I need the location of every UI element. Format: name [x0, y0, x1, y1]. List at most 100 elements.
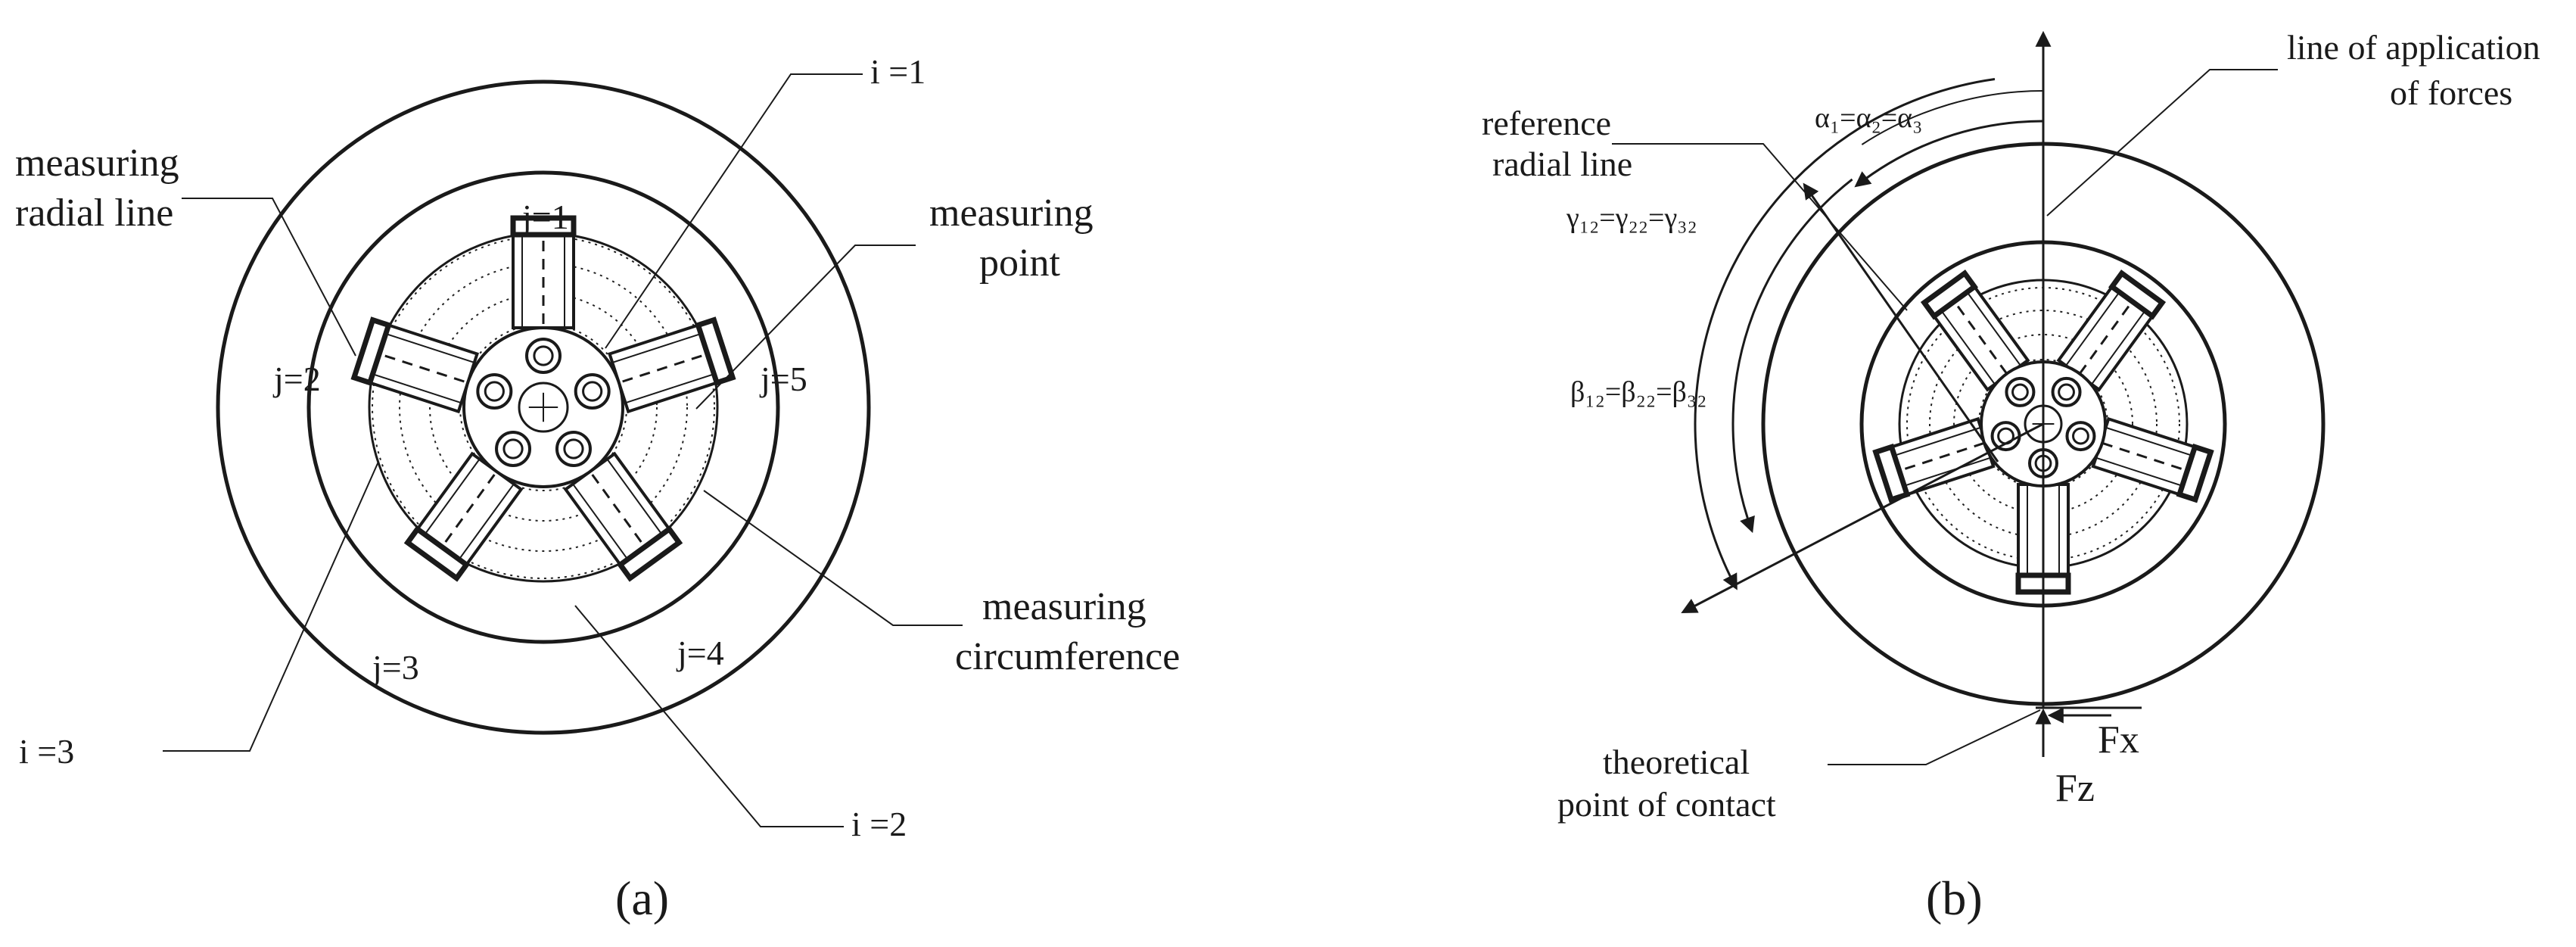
spoke-5 [1920, 269, 2030, 392]
bolt-3 [555, 431, 592, 468]
fx-label: Fx [2098, 718, 2139, 762]
bolt-4 [1990, 421, 2021, 452]
label-i1: i =1 [870, 52, 926, 91]
label-j2: j=2 [272, 360, 321, 398]
leader-measuring-circumference [703, 490, 963, 626]
label-i2: i =2 [851, 805, 907, 843]
panel-b: line of application of forces reference … [1482, 28, 2549, 925]
spoke-end-cap [1872, 444, 1911, 503]
bolt-hole-2 [582, 381, 603, 402]
spoke-inner-edge-right [2095, 456, 2183, 487]
spoke-end-cap [1920, 269, 1979, 320]
spoke-end-cap [350, 316, 392, 386]
spoke-2 [607, 316, 736, 414]
spoke-2 [2091, 416, 2214, 503]
measuring-radial-line [384, 354, 472, 385]
bolt-5 [476, 372, 513, 410]
gamma-arc [1731, 178, 1853, 534]
spoke-inner-edge-left [458, 483, 515, 560]
bolt-1 [525, 338, 562, 374]
spoke-inner-edge-right [1966, 291, 2021, 366]
spoke-inner-edge-left [1940, 310, 1996, 385]
label-j3: j=3 [371, 648, 419, 687]
fz-label: Fz [2055, 767, 2095, 810]
hub [462, 326, 624, 488]
alpha-equation: α₁=α₂=α₃ [1815, 102, 1922, 134]
label-i3: i =3 [19, 732, 74, 771]
spoke-inner-edge-right [424, 458, 481, 535]
line-of-application-label: line of application of forces [2287, 28, 2549, 112]
bolt-hole-2 [2072, 427, 2089, 445]
measuring-radial-line [1904, 440, 1990, 470]
leader-measuring-radial-line [182, 198, 356, 357]
spoke-inner-edge-left [372, 373, 462, 404]
measuring-point-label: measuring point [929, 192, 1103, 285]
measuring-radial-line [444, 468, 500, 543]
leader-line-of-application [2046, 69, 2278, 217]
spoke-inner-edge-right [2091, 310, 2146, 385]
bolt-2 [574, 372, 611, 410]
leader-measuring-point [695, 245, 916, 410]
beta-arc [1694, 77, 1996, 590]
spoke-3 [563, 451, 683, 582]
leader-lines [163, 73, 963, 827]
reference-radial-line [1681, 422, 2044, 613]
leader-i3 [163, 461, 379, 752]
bolt-2 [2065, 421, 2096, 452]
spoke-end-cap [2108, 269, 2167, 320]
measuring-circumference-3 [399, 263, 688, 552]
leader-theoretical-contact [1828, 709, 2041, 765]
spoke-inner-edge-left [2105, 426, 2193, 456]
spoke-inner-edge-right [385, 332, 475, 363]
caption-b: (b) [1926, 871, 1983, 925]
alpha-arc [1854, 120, 2044, 188]
beta-equation: β₁₂=β₂₂=β₃₂ [1570, 376, 1706, 408]
alpha-arc-outer [1861, 90, 2044, 145]
spoke-inner-edge-right [1893, 426, 1981, 456]
caption-a: (a) [615, 871, 669, 925]
bolt-hole-5 [484, 381, 505, 402]
gamma-equation: γ₁₂=γ₂₂=γ₃₂ [1566, 202, 1697, 234]
leader-i1 [605, 73, 863, 349]
spoke-end-cap [2176, 444, 2214, 503]
measuring-radial-line [2096, 440, 2182, 470]
spoke-end-cap [403, 525, 471, 582]
spoke-inner-edge-left [1903, 456, 1991, 487]
measuring-radial-line [1956, 305, 2011, 379]
spoke-inner-edge-right [572, 483, 629, 560]
bolt-1 [2051, 376, 2082, 407]
rim-circle [306, 170, 780, 644]
bolt-hole-4 [502, 438, 524, 459]
bolt-hole-3 [563, 438, 584, 459]
spoke-inner-edge-left [606, 458, 663, 535]
measuring-circumference-2 [429, 293, 658, 522]
bolt-4 [495, 431, 532, 468]
label-j4: j=4 [676, 634, 724, 672]
bolt-hole-1 [2058, 383, 2075, 401]
spoke-inner-edge-right [625, 373, 714, 404]
label-j1: j=1 [521, 198, 569, 236]
bolt-hole-1 [533, 345, 554, 366]
spoke-4 [403, 451, 524, 582]
spoke-inner-edge-left [611, 332, 702, 363]
measuring-radial-line-b [1803, 182, 1999, 463]
leader-reference-radial-line [1612, 143, 1908, 311]
spoke-inner-edge-left [2065, 291, 2120, 366]
bolt-hole-5 [2011, 383, 2029, 401]
bolt-5 [2005, 376, 2036, 407]
leader-i2 [574, 605, 844, 827]
measuring-radial-line-label: measuring radial line [15, 142, 189, 235]
measuring-circumference-2 [1953, 334, 2133, 514]
panel-a: i =1 i =2 i =3 j=1 j=2 j=3 j=4 j=5 measu… [15, 52, 1180, 925]
measuring-radial-line [614, 354, 702, 385]
spoke-end-cap [616, 525, 683, 582]
spoke-1 [2056, 269, 2167, 392]
spoke-end-cap [510, 215, 577, 238]
angle-and-force-lines [1612, 30, 2278, 765]
measuring-radial-line [2075, 305, 2130, 379]
reference-radial-line-label: reference radial line [1482, 104, 1632, 183]
theoretical-contact-label: theoretical point of contact [1557, 743, 1776, 824]
measuring-circumference-label: measuring circumference [955, 585, 1180, 678]
measuring-radial-line [586, 468, 642, 543]
